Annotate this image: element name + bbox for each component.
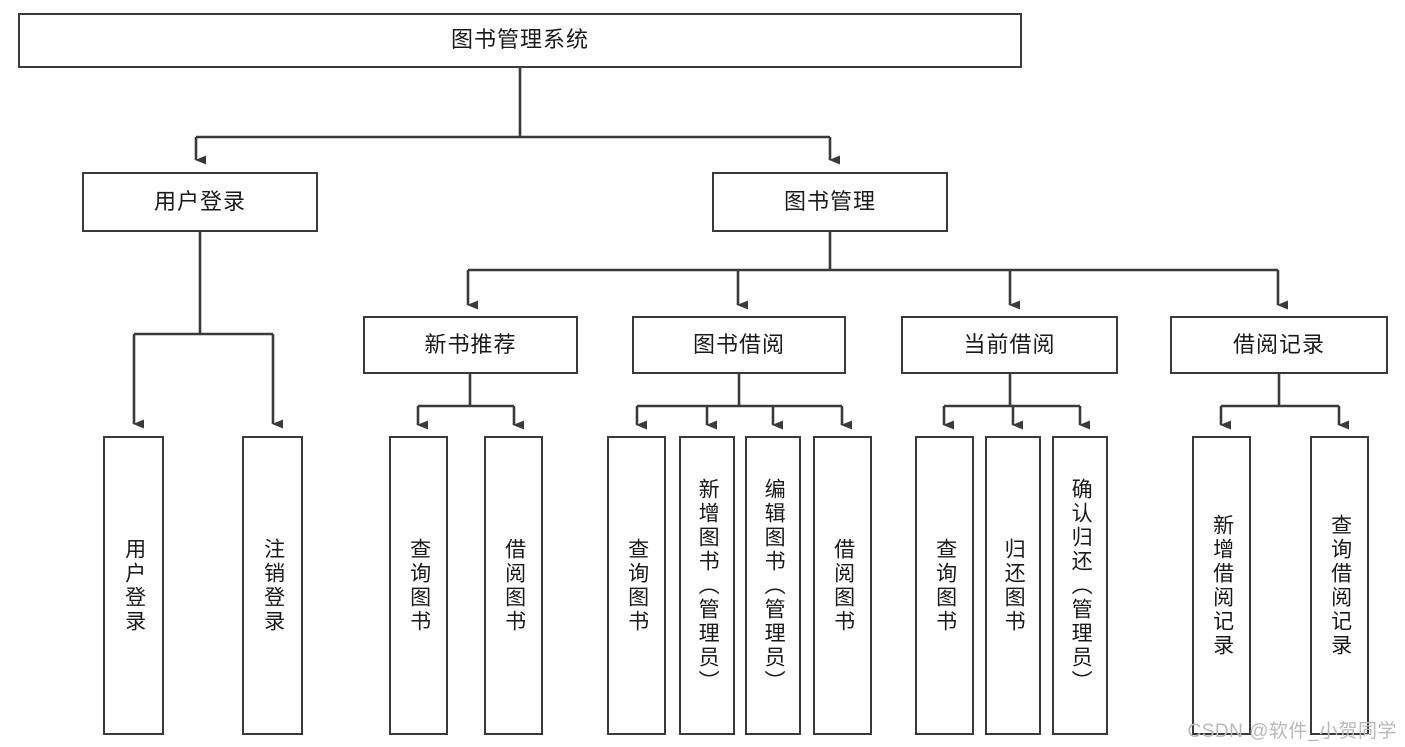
node-leaf-return-book-label: 归还图书 xyxy=(1002,537,1026,634)
node-leaf-add-book-admin-label: 新增图书（管理员） xyxy=(696,477,720,694)
node-leaf-borrow-book-rec[interactable]: 借阅图书 xyxy=(484,436,543,735)
node-leaf-user-logout-label: 注销登录 xyxy=(261,537,285,634)
node-leaf-confirm-return-admin[interactable]: 确认归还（管理员） xyxy=(1052,436,1108,735)
node-leaf-query-borrow-record[interactable]: 查询借阅记录 xyxy=(1310,436,1369,735)
node-leaf-user-login-label: 用户登录 xyxy=(122,537,146,634)
node-leaf-query-book-cur[interactable]: 查询图书 xyxy=(915,436,974,735)
node-leaf-add-borrow-record-label: 新增借阅记录 xyxy=(1210,513,1234,658)
node-leaf-confirm-return-admin-label: 确认归还（管理员） xyxy=(1069,477,1093,694)
node-book-borrow-label: 图书借阅 xyxy=(692,331,785,357)
node-borrow-record-label: 借阅记录 xyxy=(1232,331,1325,357)
node-leaf-query-borrow-record-label: 查询借阅记录 xyxy=(1328,513,1352,658)
node-current-borrow[interactable]: 当前借阅 xyxy=(901,316,1118,374)
node-book-borrow[interactable]: 图书借阅 xyxy=(632,316,846,374)
node-leaf-borrow-book[interactable]: 借阅图书 xyxy=(813,436,872,735)
node-leaf-return-book[interactable]: 归还图书 xyxy=(985,436,1041,735)
node-leaf-add-book-admin[interactable]: 新增图书（管理员） xyxy=(679,436,735,735)
node-leaf-query-book-cur-label: 查询图书 xyxy=(933,537,957,634)
node-root-label: 图书管理系统 xyxy=(450,27,589,53)
node-leaf-query-book-rec-label: 查询图书 xyxy=(407,537,431,634)
node-root[interactable]: 图书管理系统 xyxy=(18,13,1022,68)
node-leaf-borrow-book-label: 借阅图书 xyxy=(831,537,855,634)
node-user-login-label: 用户登录 xyxy=(153,188,246,214)
node-leaf-add-borrow-record[interactable]: 新增借阅记录 xyxy=(1192,436,1251,735)
node-book-manage[interactable]: 图书管理 xyxy=(712,172,948,232)
node-leaf-edit-book-admin-label: 编辑图书（管理员） xyxy=(762,477,786,694)
node-leaf-edit-book-admin[interactable]: 编辑图书（管理员） xyxy=(745,436,801,735)
node-borrow-record[interactable]: 借阅记录 xyxy=(1170,316,1388,374)
node-leaf-query-book-borrow-label: 查询图书 xyxy=(625,537,649,634)
node-leaf-query-book-rec[interactable]: 查询图书 xyxy=(389,436,448,735)
node-leaf-user-login[interactable]: 用户登录 xyxy=(103,436,164,735)
node-new-book-recommend-label: 新书推荐 xyxy=(424,331,517,357)
node-leaf-user-logout[interactable]: 注销登录 xyxy=(242,436,303,735)
node-leaf-borrow-book-rec-label: 借阅图书 xyxy=(502,537,526,634)
node-leaf-query-book-borrow[interactable]: 查询图书 xyxy=(607,436,666,735)
node-current-borrow-label: 当前借阅 xyxy=(963,331,1056,357)
node-user-login[interactable]: 用户登录 xyxy=(82,172,318,232)
node-book-manage-label: 图书管理 xyxy=(783,188,876,214)
node-new-book-recommend[interactable]: 新书推荐 xyxy=(363,316,578,374)
